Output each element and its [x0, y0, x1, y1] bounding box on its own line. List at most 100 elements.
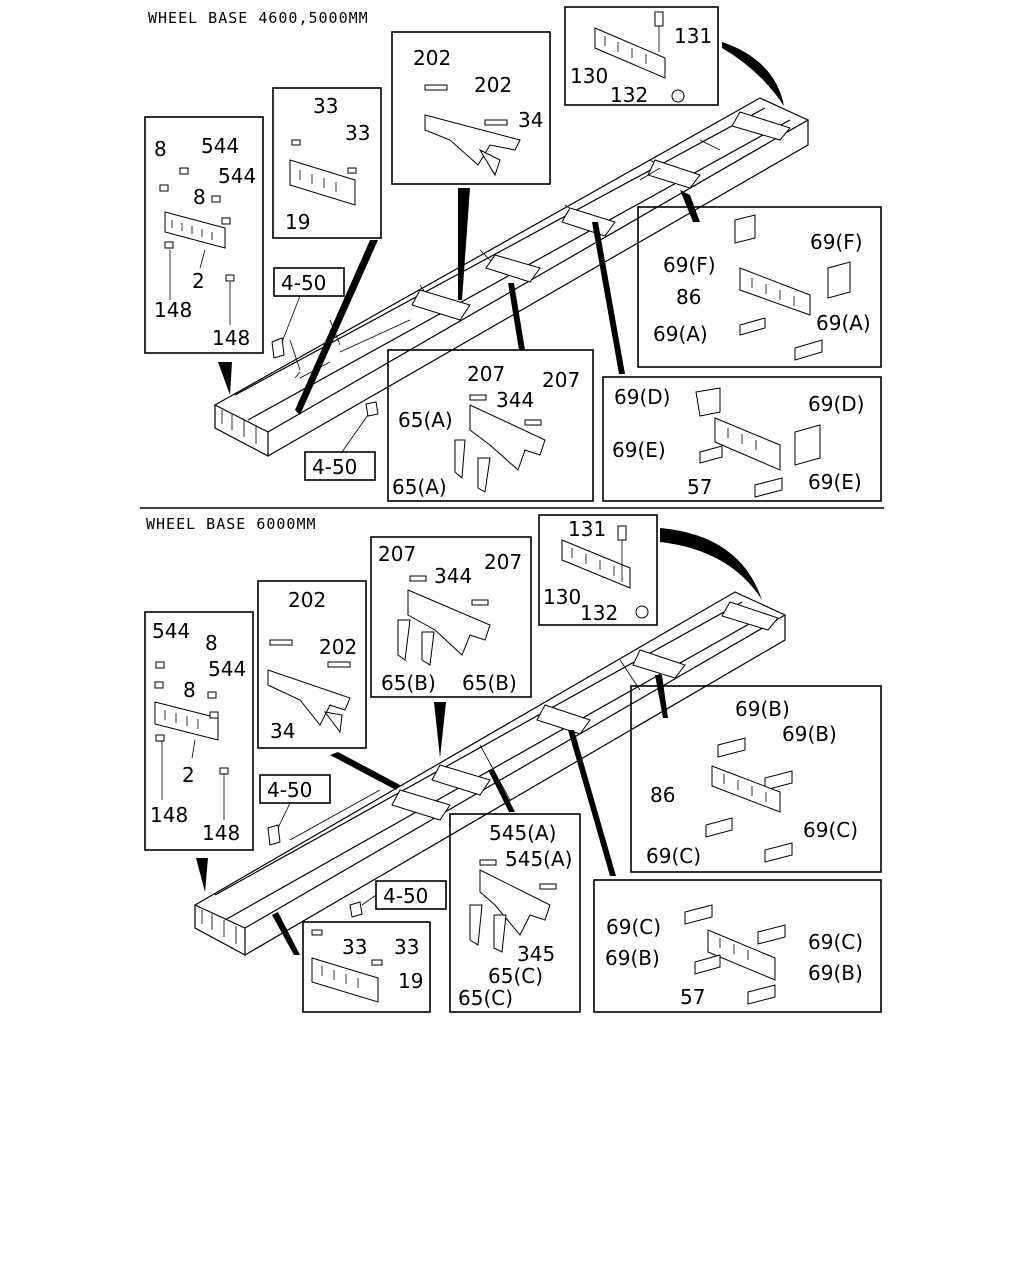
pointer-wedge — [295, 240, 378, 415]
label-207: 207 — [378, 542, 416, 566]
label-8: 8 — [193, 185, 206, 209]
label-19: 19 — [285, 210, 310, 234]
label-69b: 69(B) — [808, 961, 863, 985]
reference-box: 4-50 — [259, 774, 331, 846]
label-132: 132 — [610, 83, 648, 107]
reference-box: 4-50 — [349, 880, 447, 918]
pointer-wedge — [568, 730, 616, 876]
label-148: 148 — [212, 326, 250, 350]
label-545a: 545(A) — [505, 847, 572, 871]
label-69d: 69(D) — [614, 385, 670, 409]
section-bottom: WHEEL BASE 6000MM — [144, 514, 882, 1013]
label-69f: 69(F) — [663, 253, 716, 277]
label-33: 33 — [345, 121, 370, 145]
label-544: 544 — [152, 619, 190, 643]
label-202: 202 — [288, 588, 326, 612]
label-65c: 65(C) — [458, 986, 513, 1010]
callout-box-crossmember-57: 69(D) 69(D) 69(E) 57 69(E) — [602, 376, 882, 502]
pointer-wedge — [680, 190, 700, 222]
reference-label: 4-50 — [281, 271, 326, 295]
reference-box: 4-50 — [304, 401, 379, 481]
callout-box-crossmember-345: 545(A) 545(A) 345 65(C) 65(C) — [449, 813, 581, 1013]
pointer-wedge — [434, 702, 446, 758]
callout-box-crossmember-34: 202 202 34 — [391, 31, 551, 185]
pointer-wedge — [458, 188, 470, 300]
callout-box-bolt-assembly: 131 130 132 — [538, 514, 658, 626]
label-207: 207 — [467, 362, 505, 386]
label-130: 130 — [543, 585, 581, 609]
label-544: 544 — [201, 134, 239, 158]
label-33: 33 — [394, 935, 419, 959]
label-69e: 69(E) — [612, 438, 666, 462]
pointer-wedge — [488, 770, 515, 812]
pointer-wedge — [272, 912, 300, 955]
label-65b: 65(B) — [462, 671, 517, 695]
pointer-wedge — [655, 675, 668, 718]
label-69c: 69(C) — [803, 818, 858, 842]
label-19: 19 — [398, 969, 423, 993]
label-33: 33 — [313, 94, 338, 118]
pointer-wedge — [722, 42, 784, 106]
label-86: 86 — [650, 783, 675, 807]
label-33: 33 — [342, 935, 367, 959]
label-8: 8 — [205, 631, 218, 655]
label-34: 34 — [518, 108, 543, 132]
label-86: 86 — [676, 285, 701, 309]
reference-box: 4-50 — [271, 267, 345, 359]
section-top: WHEEL BASE 4600,5000MM — [144, 6, 882, 502]
label-69e: 69(E) — [808, 470, 862, 494]
callout-box-crossmember-344: 207 207 344 65(A) 65(A) — [387, 349, 594, 502]
callout-box-crossmember-front: 8 544 544 8 2 148 148 — [144, 116, 264, 354]
label-65b: 65(B) — [381, 671, 436, 695]
label-69f: 69(F) — [810, 230, 863, 254]
label-544: 544 — [218, 164, 256, 188]
pointer-wedge — [660, 528, 762, 600]
label-2: 2 — [182, 763, 195, 787]
label-207: 207 — [542, 368, 580, 392]
label-130: 130 — [570, 64, 608, 88]
label-34: 34 — [270, 719, 295, 743]
label-69b: 69(B) — [605, 946, 660, 970]
label-69d: 69(D) — [808, 392, 864, 416]
label-202: 202 — [319, 635, 357, 659]
label-69b: 69(B) — [782, 722, 837, 746]
label-69c: 69(C) — [606, 915, 661, 939]
label-131: 131 — [568, 517, 606, 541]
label-202: 202 — [474, 73, 512, 97]
label-65c: 65(C) — [488, 964, 543, 988]
section-title: WHEEL BASE 6000MM — [146, 515, 317, 533]
section-title: WHEEL BASE 4600,5000MM — [148, 9, 369, 27]
label-344: 344 — [496, 388, 534, 412]
label-57: 57 — [680, 985, 705, 1009]
reference-label: 4-50 — [267, 778, 312, 802]
callout-box-crossmember-front: 544 8 544 8 2 148 148 — [144, 611, 254, 851]
label-545a: 545(A) — [489, 821, 556, 845]
label-65a: 65(A) — [392, 475, 447, 499]
callout-box-bolt-assembly: 131 130 132 — [564, 6, 719, 107]
callout-box-crossmember-86: 69(B) 69(B) 86 69(C) 69(C) — [630, 685, 882, 873]
pointer-wedge — [330, 752, 400, 790]
label-202: 202 — [413, 46, 451, 70]
label-69a: 69(A) — [653, 322, 708, 346]
chassis-frame-bottom — [193, 591, 787, 957]
label-65a: 65(A) — [398, 408, 453, 432]
label-544: 544 — [208, 657, 246, 681]
label-69a: 69(A) — [816, 311, 871, 335]
label-131: 131 — [674, 24, 712, 48]
callout-box-crossmember-57: 69(C) 69(C) 69(B) 69(B) 57 — [593, 879, 882, 1013]
pointer-wedge — [508, 283, 525, 350]
label-345: 345 — [517, 942, 555, 966]
label-148: 148 — [150, 803, 188, 827]
callout-box-bracket-19: 33 33 19 — [272, 87, 382, 239]
reference-label: 4-50 — [383, 884, 428, 908]
callout-box-crossmember-34: 202 202 34 — [257, 580, 367, 749]
label-69b: 69(B) — [735, 697, 790, 721]
pointer-wedge — [218, 362, 232, 395]
label-148: 148 — [202, 821, 240, 845]
label-2: 2 — [192, 269, 205, 293]
callout-box-crossmember-86: 69(F) 69(F) 86 69(A) 69(A) — [637, 206, 882, 368]
pointer-wedge — [592, 222, 625, 374]
label-132: 132 — [580, 601, 618, 625]
callout-box-crossmember-344: 207 344 207 65(B) 65(B) — [370, 536, 532, 698]
